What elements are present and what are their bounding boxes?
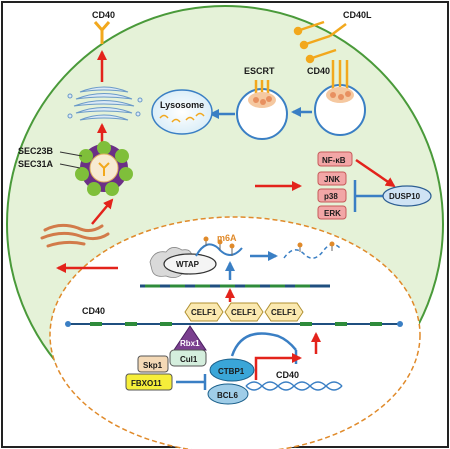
wtap-label: WTAP: [176, 260, 200, 269]
lysosome: [151, 89, 213, 135]
escrt-vesicle: [236, 80, 288, 140]
celf1-hexagon-3: [264, 302, 304, 322]
lysosome-label: Lysosome: [160, 100, 204, 110]
nucleus: [49, 216, 421, 449]
cd40-premrna-strand: [65, 321, 403, 327]
erk-label: ERK: [324, 209, 341, 218]
cd40l-label: CD40L: [343, 10, 372, 20]
nfkb-label: NF-κB: [322, 156, 346, 165]
sec31a-pointer: [59, 163, 81, 169]
cd40-surface-receptor: [93, 21, 111, 44]
feedback-loop-arc: [230, 332, 297, 357]
celf1-hexagon-2: [224, 302, 264, 322]
cd40-premrna-label: CD40: [82, 306, 105, 316]
p38-label: p38: [324, 192, 338, 201]
cd40l-ligand: [293, 20, 347, 64]
rbx1-label: Rbx1: [180, 339, 200, 348]
jnk-label: JNK: [324, 175, 340, 184]
wtap-oval: [163, 253, 217, 275]
dusp10-oval: [382, 185, 432, 207]
m6a-label: m6A: [217, 233, 237, 243]
sec31a-label: SEC31A: [18, 159, 54, 169]
dusp10-label: DUSP10: [389, 192, 421, 201]
cd40-gene-label: CD40: [276, 370, 299, 380]
skp1-box: [137, 355, 169, 373]
fbxo11-box: [125, 373, 173, 391]
p38-box: [317, 188, 347, 203]
dna-helix: [245, 381, 343, 391]
bcl6-oval: [207, 383, 249, 405]
mrna-m6a-modified: [195, 236, 243, 257]
cd40-surface-label: CD40: [92, 10, 115, 20]
celf1-label-3: CELF1: [271, 308, 297, 317]
skp1-label: Skp1: [143, 361, 163, 370]
erk-box: [317, 205, 347, 220]
sec23b-pointer: [59, 151, 83, 157]
golgi-apparatus: [67, 86, 143, 121]
endosome-cd40: [314, 60, 366, 136]
sec23b-label: SEC23B: [18, 146, 54, 156]
fbxo11-label: FBXO11: [131, 379, 162, 388]
endoplasmic-reticulum: [40, 223, 110, 248]
bcl6-label: BCL6: [217, 391, 238, 400]
ctbp1-label: CTBP1: [218, 367, 245, 376]
jnk-box: [317, 171, 347, 186]
celf1-label-1: CELF1: [191, 308, 217, 317]
transcription-arrow: [254, 353, 302, 380]
arrow-nfkb-to-dusp10: [355, 158, 396, 188]
mrna-degraded: [283, 241, 341, 259]
cd40-endosome-label: CD40: [307, 66, 330, 76]
escrt-label: ESCRT: [244, 66, 275, 76]
ctbp1-oval: [209, 358, 255, 382]
cul1-label: Cul1: [180, 355, 198, 364]
cul1-box: [169, 349, 207, 367]
celf1-label-2: CELF1: [231, 308, 257, 317]
copii-vesicle: [75, 141, 133, 196]
arrow-er-to-copii: [91, 198, 114, 225]
celf1-hexagon-1: [184, 302, 224, 322]
nfkb-box: [317, 151, 353, 167]
